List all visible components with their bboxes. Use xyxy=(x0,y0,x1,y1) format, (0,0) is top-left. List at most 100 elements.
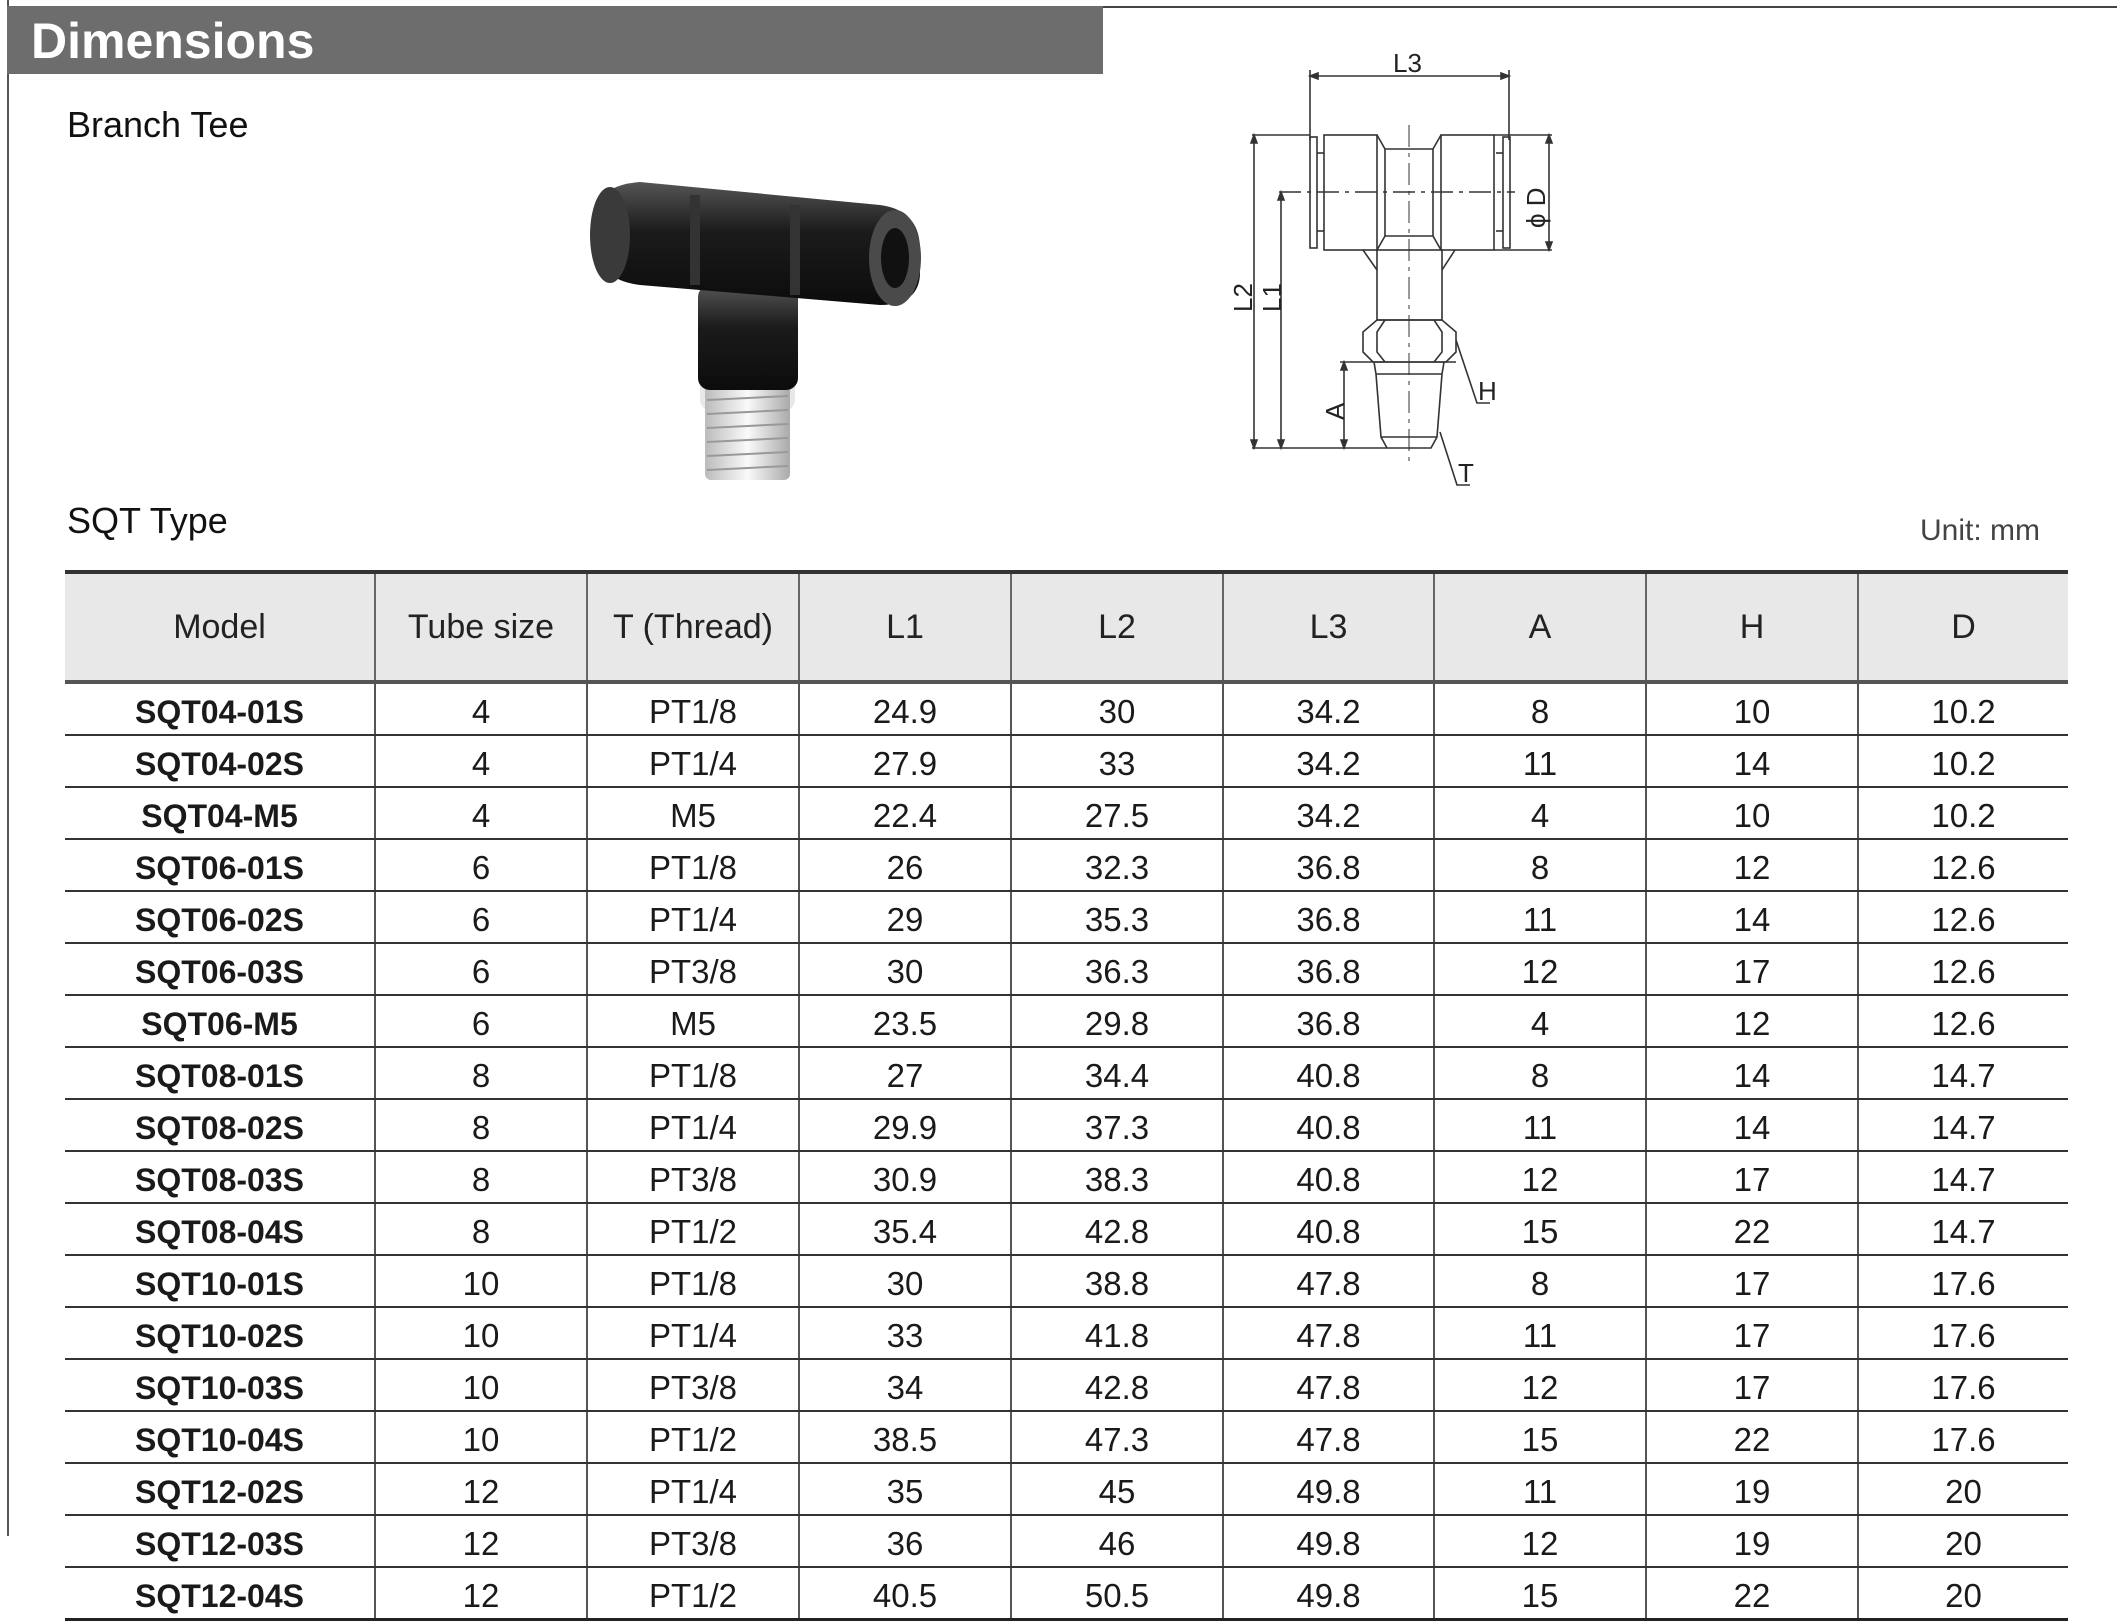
type-label: SQT Type xyxy=(67,500,228,541)
value-cell: 14 xyxy=(1645,1047,1858,1100)
value-cell: 12.6 xyxy=(1857,891,2068,944)
value-cell: 42.8 xyxy=(1010,1203,1223,1256)
value-cell: 6 xyxy=(374,995,587,1048)
model-cell: SQT12-04S xyxy=(65,1567,375,1621)
value-cell: 12.6 xyxy=(1857,839,2068,892)
value-cell: 17.6 xyxy=(1857,1307,2068,1360)
value-cell: 36.8 xyxy=(1222,891,1434,944)
value-cell: 49.8 xyxy=(1222,1515,1434,1568)
value-cell: 27.5 xyxy=(1010,787,1223,840)
value-cell: 6 xyxy=(374,943,587,996)
value-cell: 14 xyxy=(1645,891,1858,944)
value-cell: 30 xyxy=(798,943,1011,996)
value-cell: 37.3 xyxy=(1010,1099,1223,1152)
value-cell: PT1/8 xyxy=(586,682,799,736)
value-cell: 27.9 xyxy=(798,735,1011,788)
value-cell: 14.7 xyxy=(1857,1203,2068,1256)
value-cell: 8 xyxy=(374,1047,587,1100)
value-cell: 30.9 xyxy=(798,1151,1011,1204)
value-cell: 12.6 xyxy=(1857,943,2068,996)
value-cell: 29.8 xyxy=(1010,995,1223,1048)
value-cell: 41.8 xyxy=(1010,1307,1223,1360)
value-cell: 8 xyxy=(374,1203,587,1256)
model-cell: SQT08-02S xyxy=(65,1099,375,1152)
model-cell: SQT04-01S xyxy=(65,682,375,736)
value-cell: 49.8 xyxy=(1222,1463,1434,1516)
value-cell: 40.8 xyxy=(1222,1047,1434,1100)
value-cell: 17.6 xyxy=(1857,1411,2068,1464)
value-cell: 12 xyxy=(1433,943,1646,996)
value-cell: 10.2 xyxy=(1857,735,2068,788)
value-cell: 17 xyxy=(1645,1359,1858,1412)
column-header: T (Thread) xyxy=(586,570,799,684)
value-cell: 32.3 xyxy=(1010,839,1223,892)
value-cell: 12 xyxy=(1433,1359,1646,1412)
value-cell: PT1/4 xyxy=(586,891,799,944)
value-cell: 33 xyxy=(1010,735,1223,788)
column-header: L2 xyxy=(1010,570,1223,684)
value-cell: 17.6 xyxy=(1857,1255,2068,1308)
value-cell: PT1/8 xyxy=(586,1047,799,1100)
value-cell: PT1/8 xyxy=(586,1255,799,1308)
value-cell: 15 xyxy=(1433,1411,1646,1464)
page-border xyxy=(7,0,9,1536)
value-cell: PT1/4 xyxy=(586,735,799,788)
value-cell: 38.8 xyxy=(1010,1255,1223,1308)
value-cell: 4 xyxy=(374,787,587,840)
column-header: H xyxy=(1645,570,1858,684)
value-cell: PT3/8 xyxy=(586,1151,799,1204)
model-cell: SQT10-01S xyxy=(65,1255,375,1308)
value-cell: 34 xyxy=(798,1359,1011,1412)
value-cell: 8 xyxy=(1433,839,1646,892)
value-cell: 30 xyxy=(1010,682,1223,736)
value-cell: 20 xyxy=(1857,1515,2068,1568)
value-cell: 11 xyxy=(1433,1307,1646,1360)
value-cell: 6 xyxy=(374,891,587,944)
model-cell: SQT04-M5 xyxy=(65,787,375,840)
value-cell: 34.2 xyxy=(1222,787,1434,840)
value-cell: 4 xyxy=(374,735,587,788)
value-cell: 33 xyxy=(798,1307,1011,1360)
value-cell: 4 xyxy=(1433,787,1646,840)
value-cell: 15 xyxy=(1433,1567,1646,1621)
drawing-labels: L3 L2 L1 A ϕ D H T xyxy=(1228,48,1551,488)
value-cell: 46 xyxy=(1010,1515,1223,1568)
value-cell: 23.5 xyxy=(798,995,1011,1048)
label-phi-d: ϕ D xyxy=(1521,187,1551,228)
model-cell: SQT08-03S xyxy=(65,1151,375,1204)
value-cell: 22.4 xyxy=(798,787,1011,840)
value-cell: 40.5 xyxy=(798,1567,1011,1621)
value-cell: PT1/4 xyxy=(586,1099,799,1152)
model-cell: SQT10-03S xyxy=(65,1359,375,1412)
value-cell: 11 xyxy=(1433,735,1646,788)
column-header: L1 xyxy=(798,570,1011,684)
value-cell: 47.8 xyxy=(1222,1411,1434,1464)
value-cell: PT1/2 xyxy=(586,1411,799,1464)
value-cell: 11 xyxy=(1433,1463,1646,1516)
value-cell: 14 xyxy=(1645,1099,1858,1152)
column-header: Model xyxy=(65,570,375,684)
value-cell: 38.3 xyxy=(1010,1151,1223,1204)
model-cell: SQT10-04S xyxy=(65,1411,375,1464)
value-cell: 34.4 xyxy=(1010,1047,1223,1100)
value-cell: 47.3 xyxy=(1010,1411,1223,1464)
value-cell: 24.9 xyxy=(798,682,1011,736)
label-l1: L1 xyxy=(1257,283,1287,312)
value-cell: 4 xyxy=(374,682,587,736)
unit-label: Unit: mm xyxy=(1920,514,2040,547)
model-cell: SQT04-02S xyxy=(65,735,375,788)
value-cell: 12 xyxy=(1433,1151,1646,1204)
value-cell: 36.8 xyxy=(1222,839,1434,892)
label-l3: L3 xyxy=(1393,48,1422,78)
section-title: Dimensions xyxy=(7,6,1103,74)
value-cell: 8 xyxy=(1433,1047,1646,1100)
model-cell: SQT06-01S xyxy=(65,839,375,892)
